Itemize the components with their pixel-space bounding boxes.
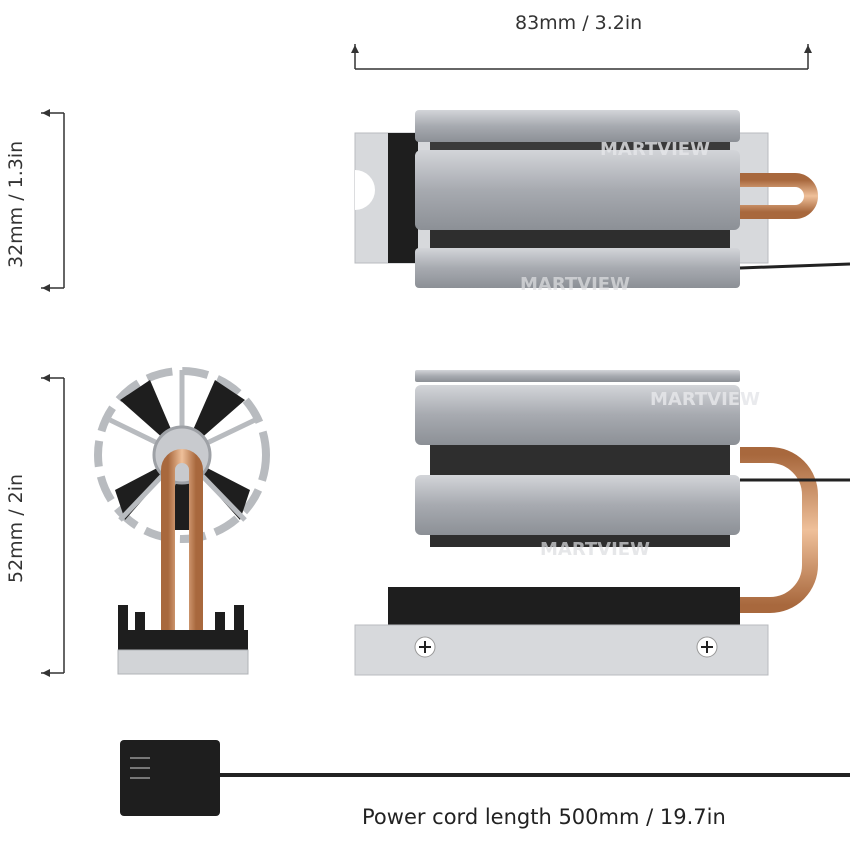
height-dimension-line [41, 374, 65, 677]
width-dimension-line [41, 109, 65, 292]
length-dimension-line [351, 44, 812, 70]
watermark-text: MARTVIEW [540, 539, 650, 560]
side-view-heatsink [94, 367, 270, 675]
front-view-heatsink: MARTVIEW MARTVIEW [354, 370, 850, 676]
mounting-screw-icon [696, 636, 718, 658]
watermark-text: MARTVIEW [650, 389, 760, 410]
watermark-text: MARTVIEW [600, 139, 710, 160]
watermark-text: MARTVIEW [520, 274, 630, 295]
mounting-screw-icon [414, 636, 436, 658]
length-dimension-label: 83mm / 3.2in [515, 12, 643, 34]
top-view-heatsink: MARTVIEW MARTVIEW [354, 110, 850, 295]
power-cord [120, 740, 850, 816]
power-cord-label: Power cord length 500mm / 19.7in [362, 805, 726, 829]
